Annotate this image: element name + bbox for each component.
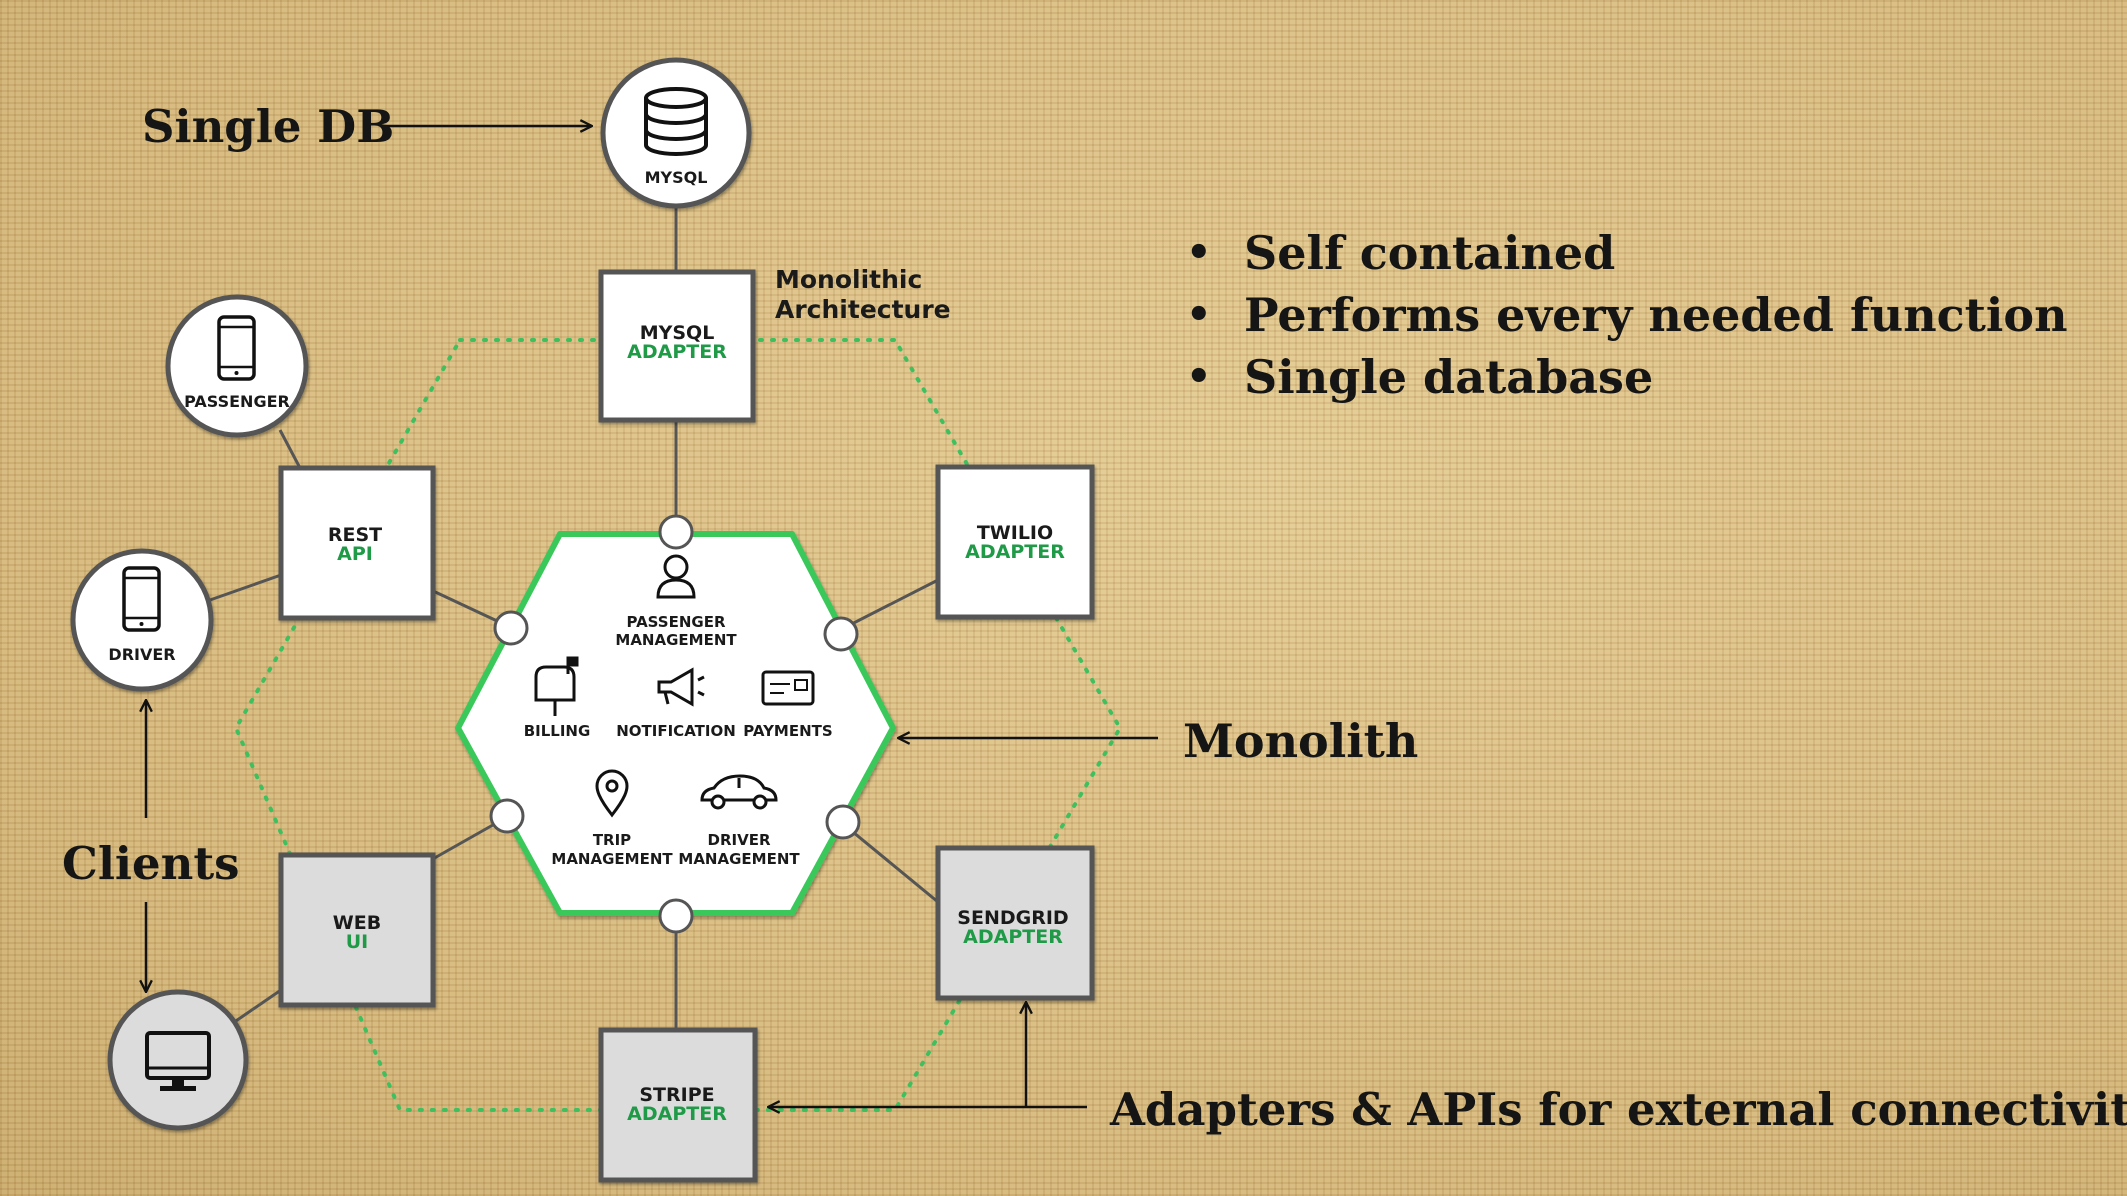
trip-management-label-1: TRIP: [593, 831, 631, 849]
passenger-management-module: PASSENGER MANAGEMENT: [615, 554, 737, 649]
billing-module: BILLING: [524, 656, 591, 740]
bullet-item: • Performs every needed function: [1176, 284, 2068, 346]
phone-icon: [122, 566, 161, 632]
port-lower-left: [489, 798, 525, 834]
bullet-dot: •: [1186, 229, 1212, 276]
mailbox-icon: [534, 656, 579, 716]
monolithic-label-line1: Monolithic: [775, 265, 922, 294]
passenger-management-label-1: PASSENGER: [626, 613, 726, 631]
driver-management-module: DRIVER MANAGEMENT: [678, 774, 800, 868]
monolithic-label-line2: Architecture: [775, 295, 951, 324]
monitor-icon: [145, 1031, 211, 1091]
sendgrid-adapter-box: SENDGRID ADAPTER: [935, 845, 1095, 1001]
bullet-text: Self contained: [1244, 226, 1616, 280]
web-ui-box: WEB UI: [278, 852, 436, 1008]
payments-label: PAYMENTS: [743, 722, 832, 740]
passenger-client-node: PASSENGER: [165, 294, 309, 438]
notification-module: NOTIFICATION: [616, 667, 736, 740]
megaphone-icon: [657, 667, 705, 707]
bullet-dot: •: [1186, 353, 1212, 400]
trip-management-module: TRIP MANAGEMENT: [551, 769, 673, 868]
monolith-annotation: Monolith: [1183, 714, 1419, 768]
trip-management-label-2: MANAGEMENT: [551, 850, 673, 868]
billing-label: BILLING: [524, 722, 591, 740]
driver-management-label-2: MANAGEMENT: [678, 850, 800, 868]
map-pin-icon: [595, 769, 629, 818]
mysql-adapter-title: MYSQL: [640, 322, 715, 344]
stripe-adapter-box: STRIPE ADAPTER: [598, 1027, 758, 1183]
monolith-hexagon: [455, 531, 896, 916]
web-ui-subtitle: UI: [346, 931, 369, 953]
driver-client-label: DRIVER: [108, 645, 175, 664]
web-ui-title: WEB: [333, 912, 381, 934]
bullet-dot: •: [1186, 291, 1212, 338]
phone-icon: [217, 315, 256, 381]
twilio-adapter-title: TWILIO: [977, 522, 1053, 544]
stripe-adapter-title: STRIPE: [639, 1084, 714, 1106]
driver-management-label-1: DRIVER: [708, 831, 771, 849]
passenger-management-label-2: MANAGEMENT: [615, 631, 737, 649]
rest-api-box: REST API: [278, 465, 436, 621]
feature-bullet-list: • Self contained • Performs every needed f…: [1176, 222, 2068, 408]
notification-label: NOTIFICATION: [616, 722, 736, 740]
twilio-adapter-subtitle: ADAPTER: [965, 541, 1065, 563]
driver-client-node: DRIVER: [70, 548, 214, 692]
mysql-database-node: MYSQL: [600, 57, 752, 209]
bullet-text: Performs every needed function: [1244, 288, 2068, 342]
sendgrid-adapter-title: SENDGRID: [957, 907, 1068, 929]
bullet-item: • Self contained: [1176, 222, 2068, 284]
stripe-adapter-subtitle: ADAPTER: [627, 1103, 727, 1125]
bullet-item: • Single database: [1176, 346, 2068, 408]
car-icon: [700, 774, 778, 810]
mysql-adapter-box: MYSQL ADAPTER: [598, 269, 756, 423]
port-upper-left: [493, 610, 529, 646]
single-db-annotation: Single DB: [142, 100, 395, 153]
port-top: [658, 514, 694, 550]
clients-annotation: Clients: [62, 837, 240, 890]
adapters-annotation: Adapters & APIs for external connectivit…: [1110, 1083, 2127, 1136]
port-bottom: [658, 898, 694, 934]
port-circles: [489, 514, 861, 934]
credit-card-icon: [761, 670, 815, 706]
port-upper-right: [823, 616, 859, 652]
port-lower-right: [825, 804, 861, 840]
bullet-text: Single database: [1244, 350, 1654, 404]
twilio-adapter-box: TWILIO ADAPTER: [935, 464, 1095, 620]
desktop-client-node: [107, 989, 249, 1131]
sendgrid-adapter-subtitle: ADAPTER: [963, 926, 1063, 948]
mysql-adapter-subtitle: ADAPTER: [627, 341, 727, 363]
person-icon: [656, 554, 696, 599]
database-icon: [644, 87, 708, 156]
rest-api-subtitle: API: [337, 543, 373, 565]
outer-hexagon-boundary: [233, 338, 1123, 1112]
passenger-client-label: PASSENGER: [184, 392, 290, 411]
payments-module: PAYMENTS: [743, 670, 833, 740]
rest-api-title: REST: [328, 524, 382, 546]
mysql-db-label: MYSQL: [645, 168, 708, 187]
annotation-arrows: [146, 126, 1158, 1107]
